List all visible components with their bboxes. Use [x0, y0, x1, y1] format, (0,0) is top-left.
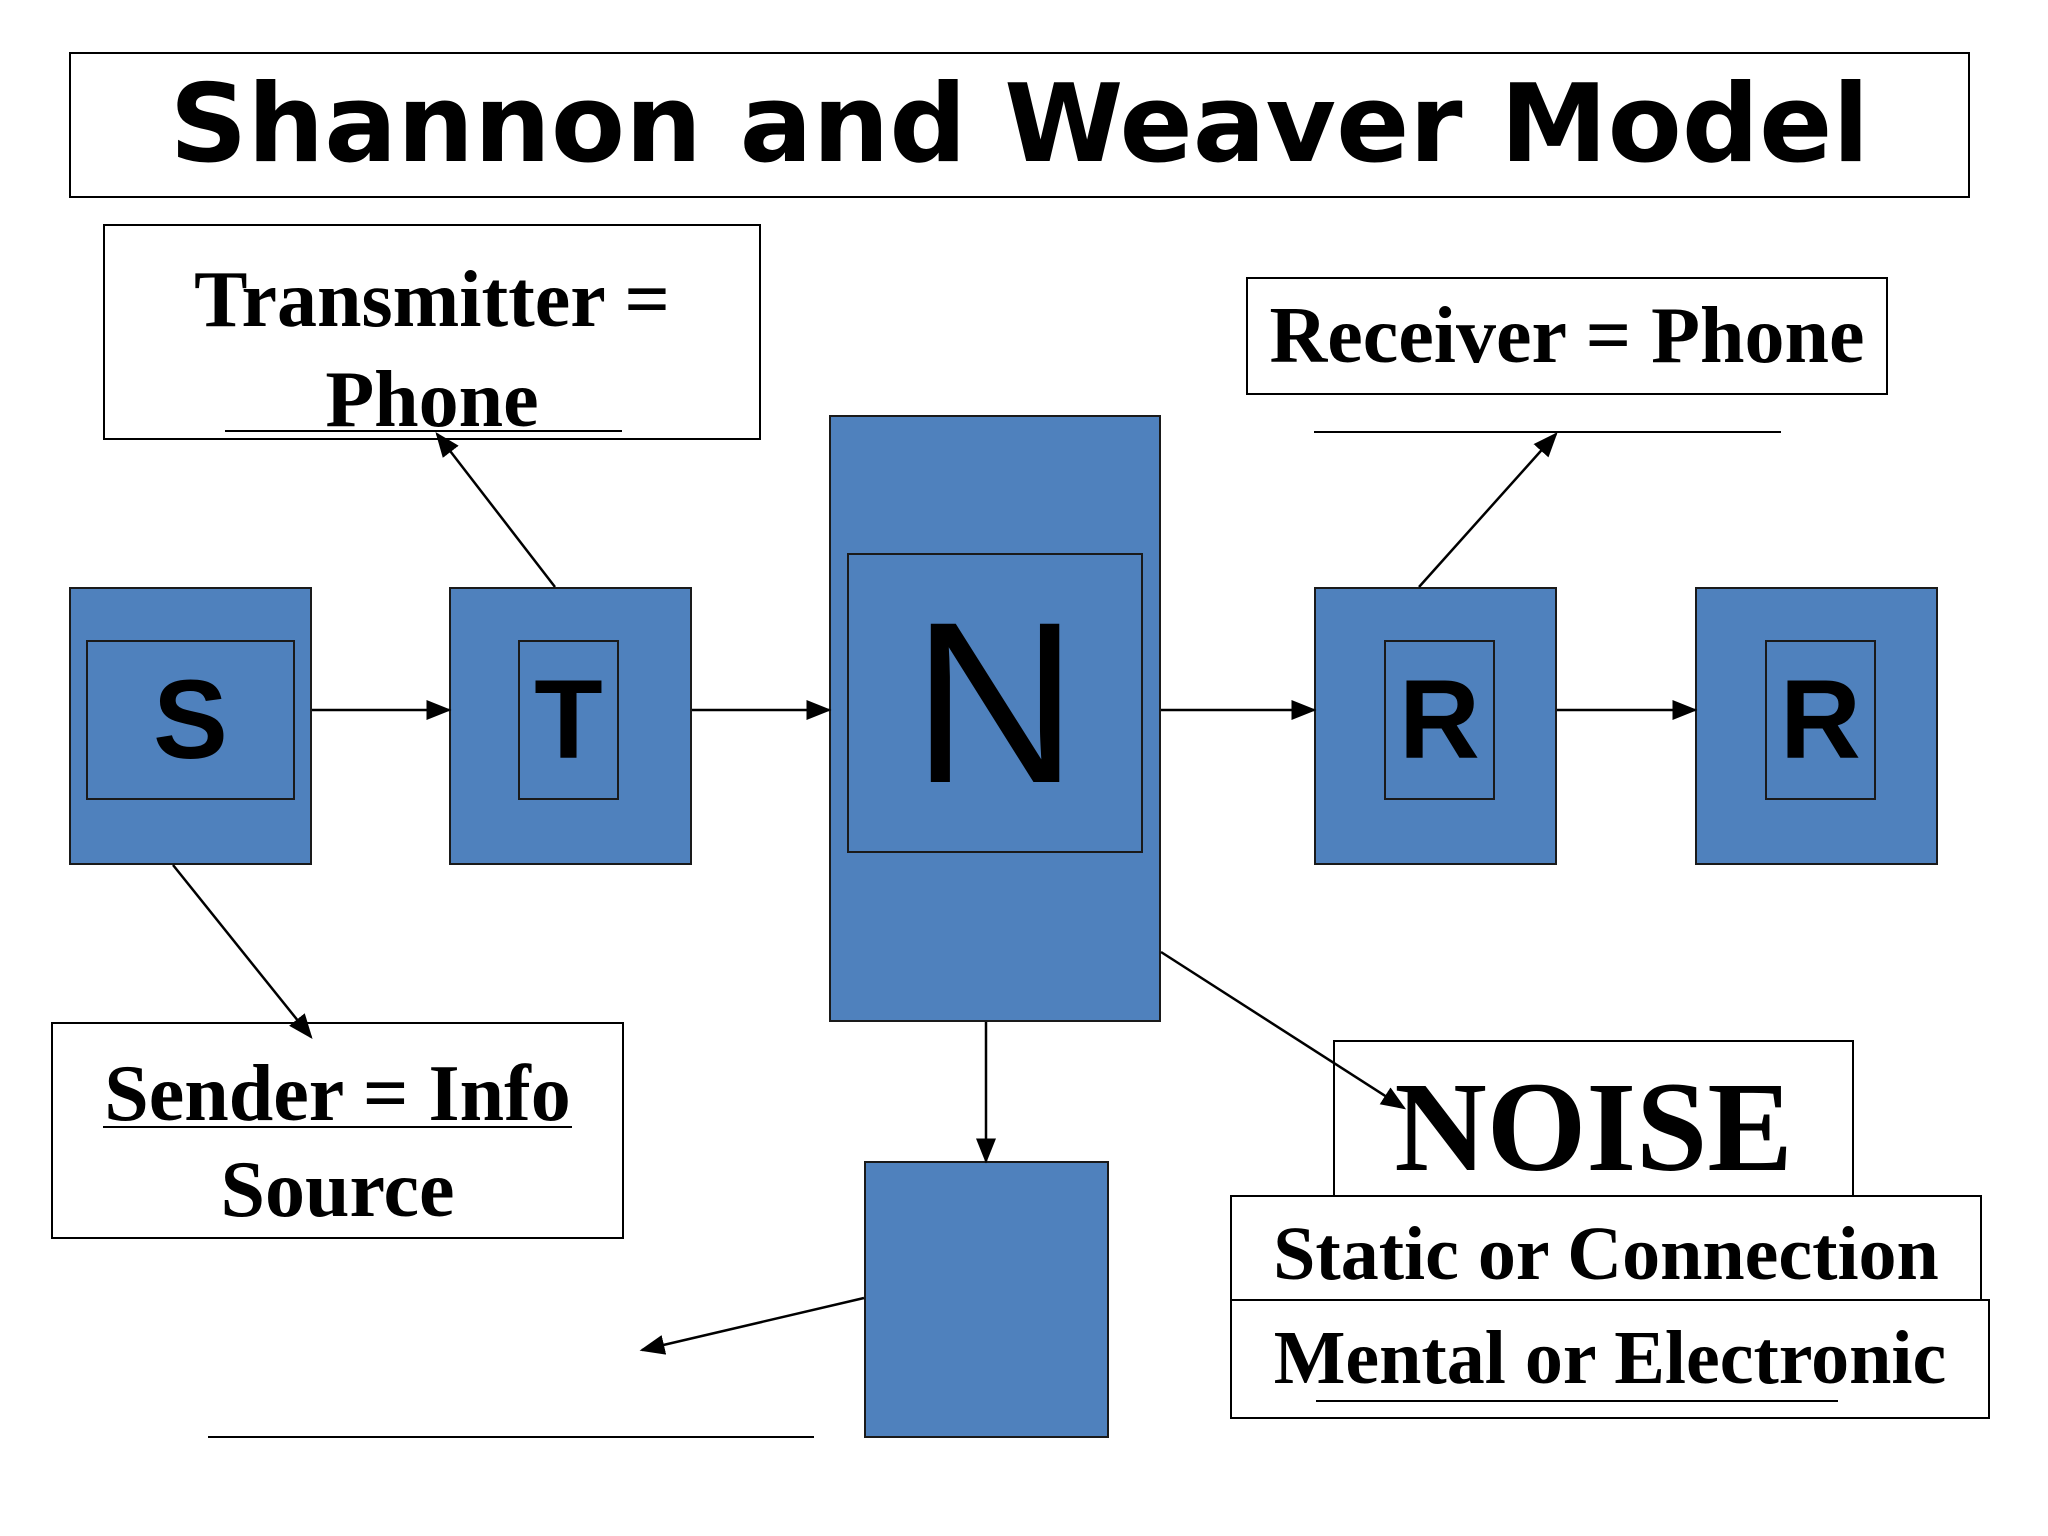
noise-label-box: NOISE — [1333, 1040, 1854, 1215]
noise-label: NOISE — [1394, 1056, 1793, 1198]
sender-inner: S — [86, 640, 295, 800]
arrow-r-to-label — [1418, 432, 1558, 588]
destination-inner: R — [1765, 640, 1876, 800]
sender-underline — [103, 1126, 572, 1128]
receiver-letter: R — [1399, 657, 1480, 782]
transmitter-underline — [225, 430, 622, 432]
arrow-t-to-label — [435, 432, 556, 588]
destination-letter: R — [1780, 657, 1861, 782]
receiver-block — [1314, 587, 1557, 865]
noise-source-letter: N — [911, 574, 1079, 831]
blank-answer-line — [208, 1436, 814, 1438]
title-box: Shannon and Weaver Model — [69, 52, 1970, 198]
receiver-inner: R — [1384, 640, 1495, 800]
arrow-feedback-to-blank — [639, 1296, 865, 1355]
noise-source-inner: N — [847, 553, 1143, 853]
transmitter-inner: T — [518, 640, 619, 800]
receiver-label-box: Receiver = Phone — [1246, 277, 1888, 395]
sender-label-line1: Sender = Info — [104, 1050, 571, 1138]
transmitter-label-line1: Transmitter = — [194, 256, 670, 344]
receiver-label: Receiver = Phone — [1269, 292, 1865, 380]
mental-underline — [1316, 1400, 1838, 1402]
noise-type-mental-box: Mental or Electronic — [1230, 1299, 1990, 1419]
noise-type-static-box: Static or Connection — [1230, 1195, 1982, 1315]
arrow-n-to-noise — [1160, 950, 1407, 1110]
transmitter-label-box: Transmitter = Phone — [103, 224, 761, 444]
transmitter-label-line2: Phone — [325, 356, 539, 444]
diagram-title: Shannon and Weaver Model — [169, 62, 1870, 187]
sender-label-box: Sender = Info Source — [51, 1022, 624, 1239]
feedback-block — [864, 1161, 1109, 1438]
noise-type-static: Static or Connection — [1273, 1212, 1939, 1296]
sender-letter: S — [153, 657, 228, 782]
transmitter-letter: T — [534, 657, 603, 782]
sender-label-line2: Source — [220, 1146, 455, 1234]
receiver-underline — [1314, 431, 1781, 433]
noise-type-mental: Mental or Electronic — [1273, 1316, 1947, 1400]
arrow-s-to-label — [172, 864, 313, 1039]
